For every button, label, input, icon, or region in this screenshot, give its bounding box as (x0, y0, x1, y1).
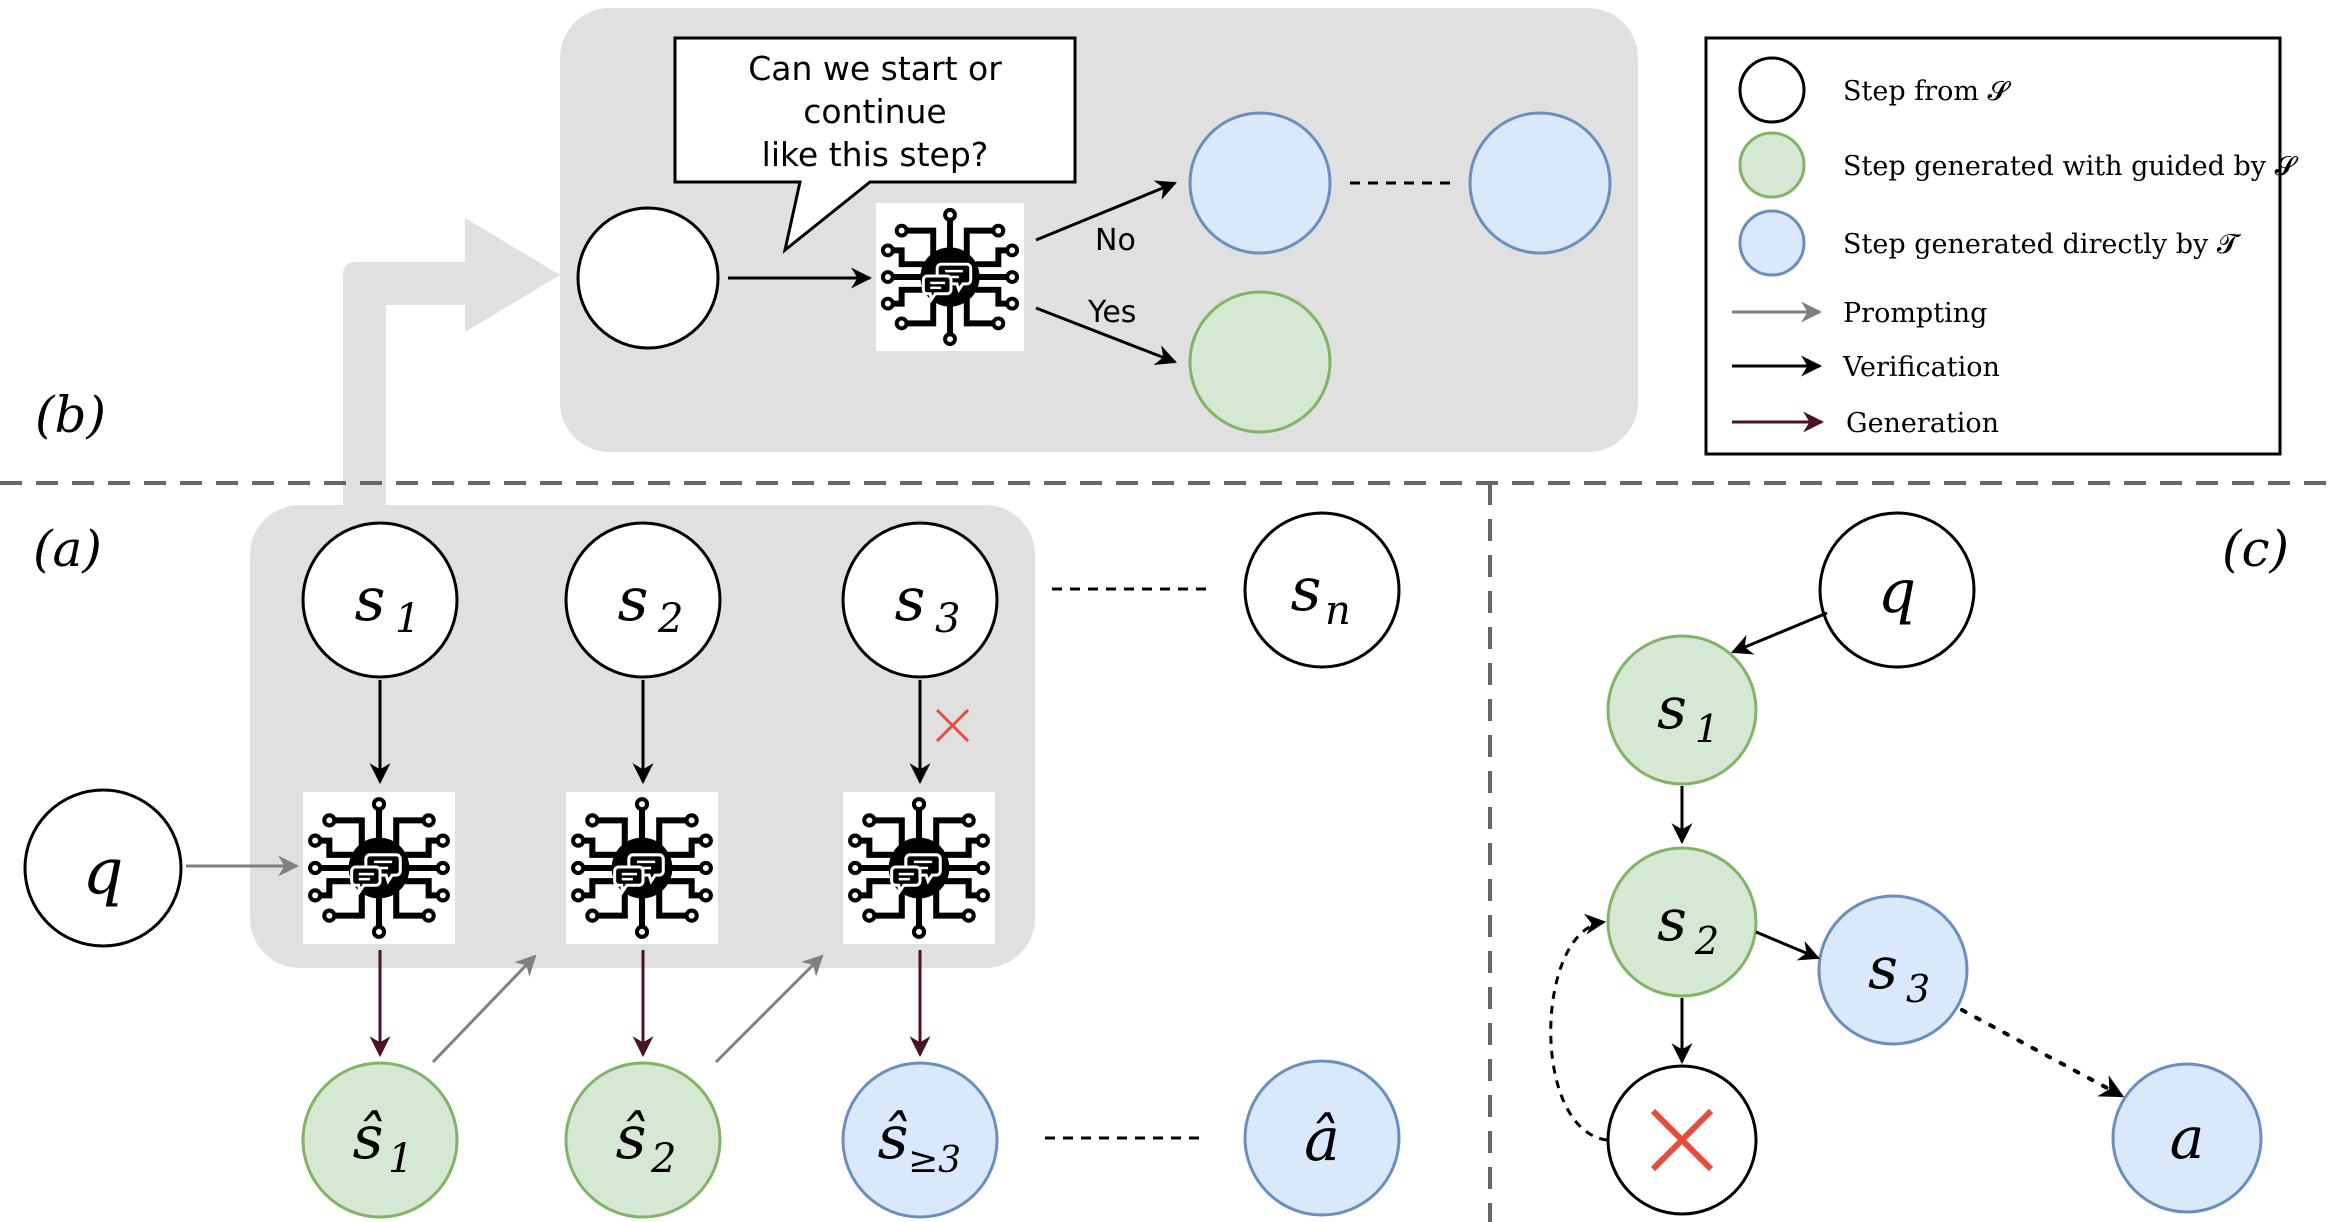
c-a-node (2111, 1062, 2263, 1214)
c-s2-node (1606, 846, 1758, 998)
c-backtrack-arrow (1549, 913, 1608, 1142)
a-prompt-arrow-1 (431, 954, 537, 1064)
a-sn-node (1243, 511, 1401, 669)
callout-bubble (673, 36, 1077, 254)
c-q-label: q (1878, 557, 1916, 627)
yes-label: Yes (1087, 295, 1136, 330)
a-q-node (23, 788, 183, 948)
a-s2-sub: 2 (657, 596, 683, 642)
b-source-step-node (576, 206, 720, 350)
llm-chip-chat-icon (566, 792, 718, 944)
b-no-arrow (1035, 180, 1177, 242)
a-s1-label: s (355, 565, 386, 635)
callout-line-1: Can we start or (748, 49, 1002, 88)
a-s3-node (841, 521, 999, 679)
zoom-connector-arrow (343, 218, 560, 505)
c-s3-a-arrow (1960, 1008, 2125, 1098)
c-s2-label: s (1657, 886, 1687, 954)
llm-chip-chat-icon (303, 792, 455, 944)
a-sn-sub: n (1325, 588, 1351, 634)
a-s1hat-node (301, 1061, 459, 1219)
red-x-icon (1650, 1108, 1714, 1172)
a-s2-label: s (618, 565, 649, 635)
callout-line-2: continue (803, 92, 947, 131)
c-s3-sub: 3 (1906, 967, 1930, 1011)
b-direct-step-node-1 (1188, 111, 1332, 255)
llm-chip-chat-icon (843, 792, 995, 944)
a-prompt-arrow-2 (714, 954, 824, 1064)
no-label: No (1095, 223, 1136, 258)
b-yes-arrow (1035, 306, 1177, 365)
c-q-node (1818, 511, 1976, 669)
legend-label-0: Step from 𝓢 (1843, 76, 2012, 107)
c-s3-label: s (1868, 934, 1898, 1002)
b-guided-step-node (1188, 290, 1332, 434)
a-q-label: q (83, 835, 124, 909)
c-s1-label: s (1657, 674, 1687, 742)
a-s3hat-node (841, 1061, 999, 1219)
a-ahat-node (1243, 1059, 1401, 1217)
b-direct-step-node-2 (1468, 111, 1612, 255)
a-s2-node (564, 521, 722, 679)
a-s3-label: s (895, 565, 926, 635)
red-x-icon (935, 708, 970, 743)
a-ahat-label: â (1304, 1105, 1340, 1175)
legend-label-4: Verification (1842, 352, 2000, 383)
a-s1hat-sub: 1 (388, 1136, 413, 1182)
legend-label-2: Step generated directly by 𝓣 (1843, 229, 2242, 260)
a-s2hat-label: ŝ (616, 1103, 647, 1173)
a-s2hat-node (564, 1061, 722, 1219)
a-s1-sub: 1 (395, 596, 420, 642)
llm-chip-chat-icon (876, 203, 1024, 351)
callout-line-3: like this step? (762, 135, 989, 174)
panel-label-c: (c) (2222, 520, 2289, 578)
c-s2-s3-arrow (1755, 930, 1820, 961)
legend-label-3: Prompting (1843, 298, 1987, 329)
a-s2hat-sub: 2 (650, 1136, 676, 1182)
c-a-label: a (2170, 1104, 2205, 1172)
a-s3-sub: 3 (935, 596, 960, 642)
a-sn-label: s (1291, 555, 1322, 625)
c-q-s1-arrow (1731, 611, 1828, 655)
legend-white-circle (1738, 56, 1806, 124)
c-s2-sub: 2 (1694, 919, 1719, 963)
a-s3hat-label: ŝ (878, 1103, 909, 1173)
c-s3-node (1817, 894, 1969, 1046)
c-s1-sub: 1 (1695, 707, 1719, 751)
panel-label-b: (b) (35, 386, 106, 444)
c-s1-node (1606, 634, 1758, 786)
legend-blue-circle (1738, 209, 1806, 277)
panel-label-a: (a) (33, 520, 102, 578)
a-s1hat-label: ŝ (353, 1103, 384, 1173)
a-s3hat-sub: ≥3 (908, 1140, 961, 1181)
legend-label-5: Generation (1846, 408, 1999, 439)
legend-green-circle (1738, 131, 1806, 199)
a-s1-node (301, 521, 459, 679)
legend-label-1: Step generated with guided by 𝓢 (1843, 151, 2299, 182)
